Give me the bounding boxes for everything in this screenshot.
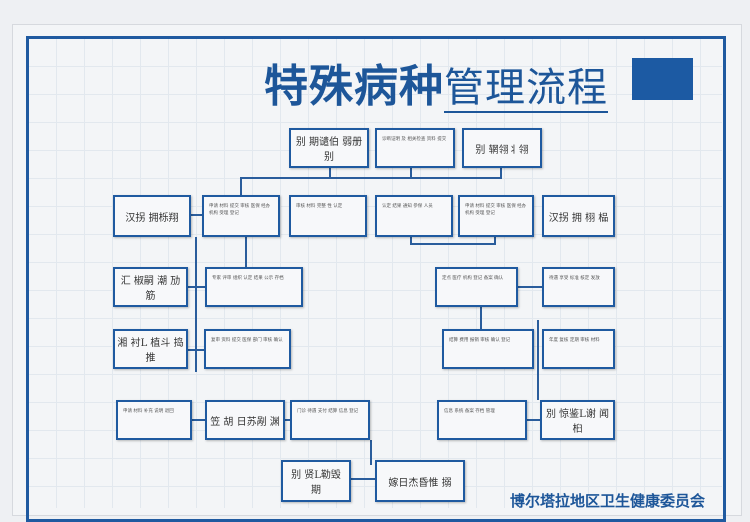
connector — [240, 177, 502, 179]
flow-step: 审核 材料 完整 性 认定 — [289, 195, 367, 237]
footer-organization: 博尔塔拉地区卫生健康委员会 — [510, 492, 706, 510]
connector — [527, 419, 540, 421]
flow-step: 別 惊鉴L谢 闻 桕 — [540, 400, 615, 440]
flow-step: 复审 资料 提交 医保 部门 审核 确认 — [204, 329, 291, 369]
flow-step: 笠 胡 日苏剐 渊 — [205, 400, 285, 440]
connector — [410, 243, 495, 245]
flow-step: 别 贤L勒毁 期 — [281, 460, 351, 502]
flow-step: 嫁日杰昏惟 搦 — [375, 460, 465, 502]
flow-step: 汉拐 拥栎翔 — [113, 195, 191, 237]
connector — [351, 478, 375, 480]
page-title: 特殊病种管理流程 — [264, 50, 608, 114]
flow-step: 信息 系统 备案 存档 管理 — [437, 400, 527, 440]
flow-step: 汉拐 拥 栩 榀 — [542, 195, 615, 237]
connector — [329, 168, 331, 178]
connector — [240, 177, 242, 195]
connector — [285, 419, 290, 421]
connector — [410, 168, 412, 178]
connector — [370, 440, 372, 465]
flow-step: 待遇 享受 标准 核定 发放 — [542, 267, 615, 307]
connector — [500, 168, 502, 178]
flow-step: 别 期谴伯 弱册 别 — [289, 128, 369, 168]
flow-step: 别 辋翎丬翎 — [462, 128, 542, 168]
title-normal: 管理流程 — [444, 65, 608, 113]
flow-step: 申请 材料 补充 说明 退回 — [116, 400, 192, 440]
connector — [188, 349, 204, 351]
flow-step: 门诊 待遇 支付 结算 信息 登记 — [290, 400, 370, 440]
flow-step: 申请 材料 提交 审核 医保 经办 机构 受理 登记 — [202, 195, 280, 237]
connector — [480, 307, 482, 329]
flow-step: 汇 椒嗣 潮 劢 筋 — [113, 267, 188, 307]
title-accent-block — [632, 58, 693, 100]
connector — [245, 237, 247, 267]
title-bold: 特殊病种 — [264, 61, 444, 112]
connector — [518, 286, 542, 288]
flow-step: 定点 医疗 机构 登记 备案 确认 — [435, 267, 518, 307]
flow-step: 湘 衬L 植斗 捣 推 — [113, 329, 188, 369]
connector — [537, 320, 539, 400]
flow-step: 专家 评审 组织 认定 结果 公示 存档 — [205, 267, 303, 307]
connector — [192, 419, 205, 421]
flow-step: 认定 结果 通知 参保 人员 — [375, 195, 453, 237]
flow-step: 结算 费用 报销 审核 确认 登记 — [442, 329, 534, 369]
connector — [188, 286, 205, 288]
flow-step: 诊断证明 及 相关检查 资料 提交 — [375, 128, 455, 168]
connector — [195, 237, 197, 372]
connector — [410, 237, 412, 245]
flow-step: 年度 复核 定期 审核 材料 — [542, 329, 615, 369]
connector — [191, 214, 202, 216]
flow-step: 申请 材料 提交 审核 医保 经办 机构 受理 登记 — [458, 195, 534, 237]
connector — [494, 237, 496, 245]
